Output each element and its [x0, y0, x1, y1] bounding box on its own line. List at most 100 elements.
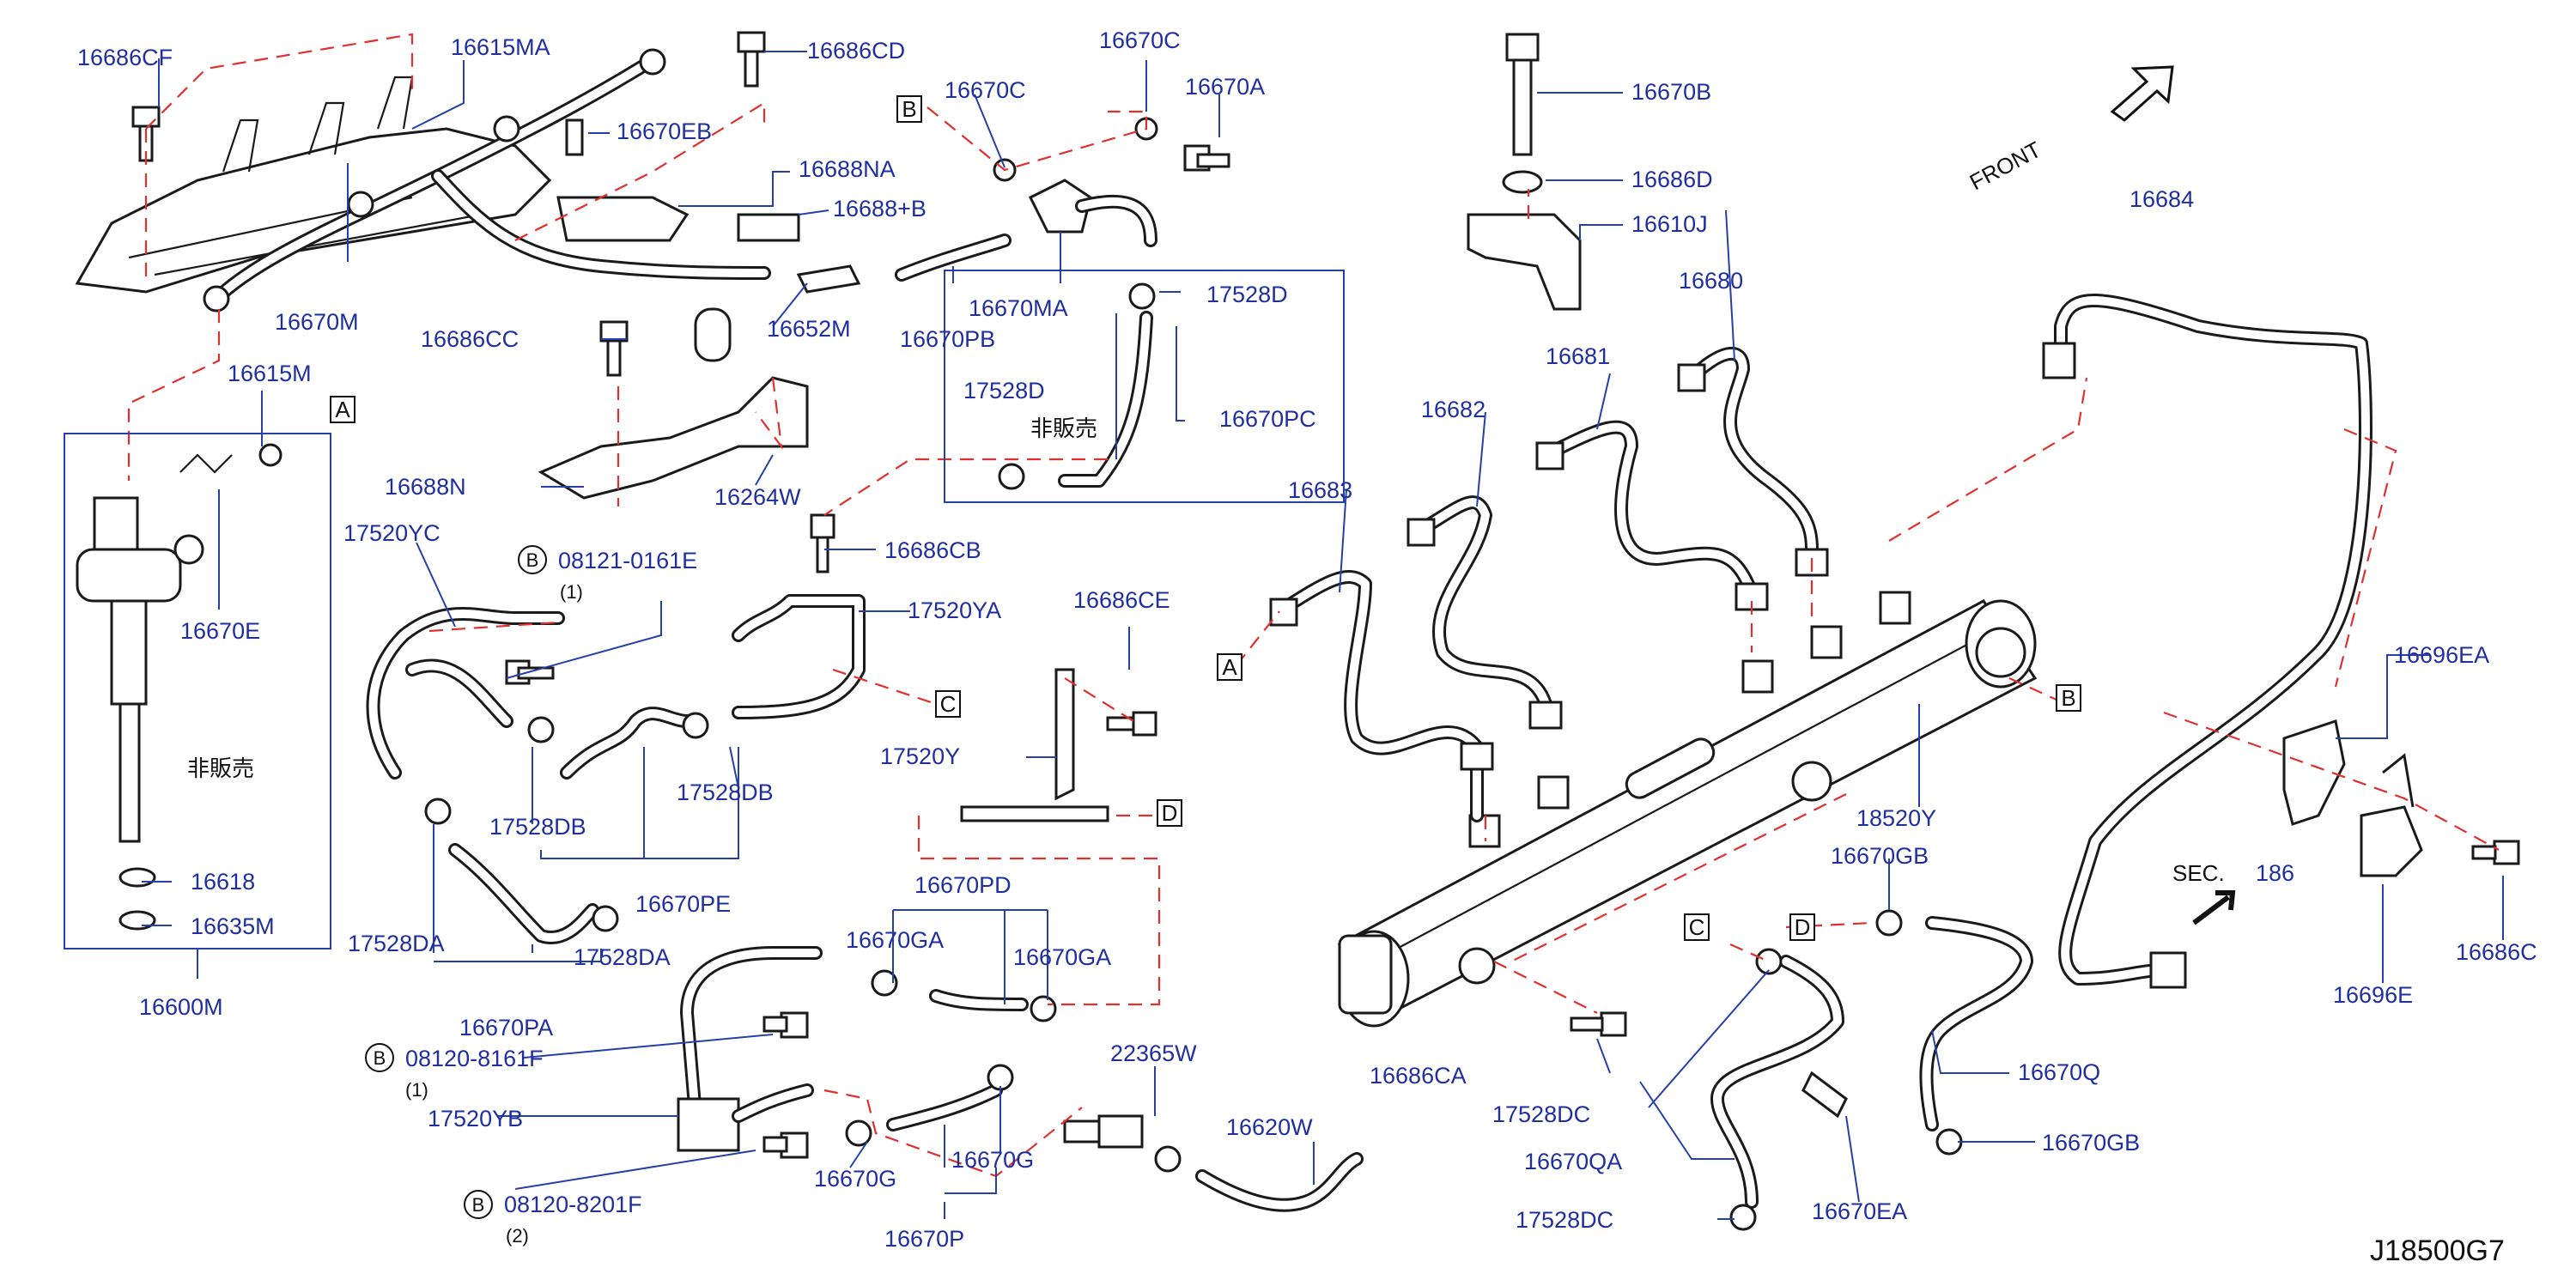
label-16688B: 16688+B	[833, 196, 927, 221]
bracket-16696EA	[2282, 719, 2346, 826]
svg-text:08121-0161E: 08121-0161E	[558, 548, 697, 573]
label-16681: 16681	[1546, 343, 1610, 369]
ref-box-C2: C	[1684, 913, 1710, 941]
label-17528D-b: 17528D	[963, 378, 1045, 403]
leader-lines	[142, 51, 2504, 1220]
label-16682: 16682	[1421, 397, 1485, 422]
label-16696EA: 16696EA	[2394, 642, 2489, 668]
ref-box-C1: C	[935, 690, 961, 718]
svg-text:B: B	[526, 549, 539, 571]
label-16610J: 16610J	[1631, 211, 1708, 237]
label-16670B: 16670B	[1631, 79, 1711, 105]
label-16686D: 16686D	[1631, 167, 1713, 192]
label-16600M: 16600M	[139, 994, 223, 1020]
label-16686CC: 16686CC	[421, 326, 519, 352]
label-16696E: 16696E	[2333, 982, 2413, 1008]
label-17528DC-b: 17528DC	[1516, 1207, 1613, 1233]
bolt-ref-08121-0161E: B 08121-0161E (1)	[518, 545, 697, 603]
svg-text:A: A	[335, 397, 350, 422]
svg-text:B: B	[902, 96, 916, 122]
label-17520YA: 17520YA	[908, 598, 1001, 623]
injector-bracket-plate	[75, 127, 552, 294]
svg-text:(2): (2)	[506, 1225, 529, 1247]
line-art	[75, 31, 2520, 1231]
svg-text:D: D	[1795, 914, 1811, 940]
tube-16681	[1539, 420, 1759, 599]
label-16635M: 16635M	[191, 913, 275, 939]
label-16686CF: 16686CF	[77, 45, 173, 70]
svg-text:A: A	[1222, 654, 1237, 680]
svg-text:C: C	[940, 691, 957, 717]
label-17528DB-a: 17528DB	[489, 814, 586, 840]
bracket-16696E	[2360, 805, 2423, 877]
label-16620W: 16620W	[1226, 1114, 1313, 1140]
label-16670MA: 16670MA	[969, 295, 1068, 321]
svg-text:D: D	[1162, 800, 1178, 826]
label-16686CE: 16686CE	[1073, 587, 1170, 613]
svg-text:B: B	[472, 1194, 485, 1216]
sec-label: SEC.	[2172, 860, 2225, 886]
bracket-16610J	[1467, 213, 1582, 311]
label-16684: 16684	[2129, 186, 2194, 212]
label-16615M: 16615M	[228, 361, 312, 386]
ref-box-A2: A	[1217, 653, 1242, 681]
label-16618: 16618	[191, 869, 255, 895]
label-17528DA-a: 17528DA	[348, 931, 445, 956]
bolt-16686CD	[737, 31, 766, 88]
ref-box-B1: B	[896, 95, 922, 123]
bracket-17520Y	[1054, 668, 1075, 801]
tube-16680	[1685, 347, 1819, 556]
label-16670PE: 16670PE	[635, 891, 731, 917]
svg-text:08120-8201F: 08120-8201F	[504, 1192, 642, 1217]
bolt-16670B	[1505, 33, 1540, 156]
label-18520Y: 18520Y	[1856, 805, 1936, 831]
diagram-code: J18500G7	[2370, 1235, 2505, 1267]
svg-text:B: B	[374, 1047, 386, 1069]
svg-text:(1): (1)	[560, 581, 583, 603]
ref-box-D1: D	[1157, 799, 1182, 827]
part-labels: 16686CF 16615MA 16686CD 16670C 16670C 16…	[77, 27, 2537, 1252]
bolt-ref-08120-8161F: B 08120-8161F (1)	[365, 1043, 544, 1101]
label-16670GA-b: 16670GA	[1013, 944, 1111, 970]
label-16670C-a: 16670C	[1099, 27, 1181, 53]
label-17528D-a: 17528D	[1206, 282, 1288, 307]
svg-text:(1): (1)	[405, 1079, 428, 1101]
svg-text:08120-8161F: 08120-8161F	[405, 1046, 544, 1071]
label-16680: 16680	[1679, 268, 1743, 294]
label-16670E: 16670E	[180, 618, 260, 644]
label-16686CA: 16686CA	[1370, 1063, 1467, 1089]
label-16683: 16683	[1288, 477, 1352, 503]
label-16670PB: 16670PB	[900, 326, 995, 352]
label-17528DA-b: 17528DA	[574, 944, 671, 970]
grouping-boxes	[64, 270, 1345, 979]
label-16686CD: 16686CD	[807, 38, 905, 64]
bolt-ref-08120-8201F: B 08120-8201F (2)	[464, 1190, 642, 1247]
label-22365W: 22365W	[1110, 1040, 1197, 1066]
front-arrow-icon	[2110, 65, 2174, 122]
front-label: FRONT	[1965, 136, 2045, 196]
label-17520YB: 17520YB	[428, 1106, 523, 1131]
bracket-16688NA	[556, 196, 690, 242]
label-16264W: 16264W	[714, 484, 801, 510]
sec-arrow-icon	[2192, 890, 2236, 925]
label-16652M: 16652M	[767, 316, 851, 342]
label-17520YC: 17520YC	[343, 520, 440, 546]
label-16670PA: 16670PA	[459, 1015, 553, 1040]
label-16670A: 16670A	[1185, 74, 1265, 100]
label-16686C: 16686C	[2456, 939, 2537, 965]
label-16670QA: 16670QA	[1524, 1149, 1622, 1174]
label-16670EA: 16670EA	[1812, 1198, 1907, 1224]
svg-text:C: C	[1689, 914, 1705, 940]
svg-text:B: B	[2061, 685, 2075, 711]
sec-number: 186	[2256, 860, 2294, 886]
ref-box-B2: B	[2056, 684, 2081, 712]
label-16670EB: 16670EB	[617, 118, 712, 144]
injector-16600M	[76, 496, 204, 931]
not-for-sale-label-1: 非販売	[1030, 416, 1097, 441]
label-16670G-a: 16670G	[951, 1147, 1034, 1173]
common-rail-18520Y	[1337, 591, 2038, 1028]
ref-box-D2: D	[1789, 913, 1815, 941]
label-16688N: 16688N	[385, 474, 466, 500]
label-16670C-b: 16670C	[945, 77, 1026, 103]
label-16670GB-a: 16670GB	[1831, 843, 1929, 869]
